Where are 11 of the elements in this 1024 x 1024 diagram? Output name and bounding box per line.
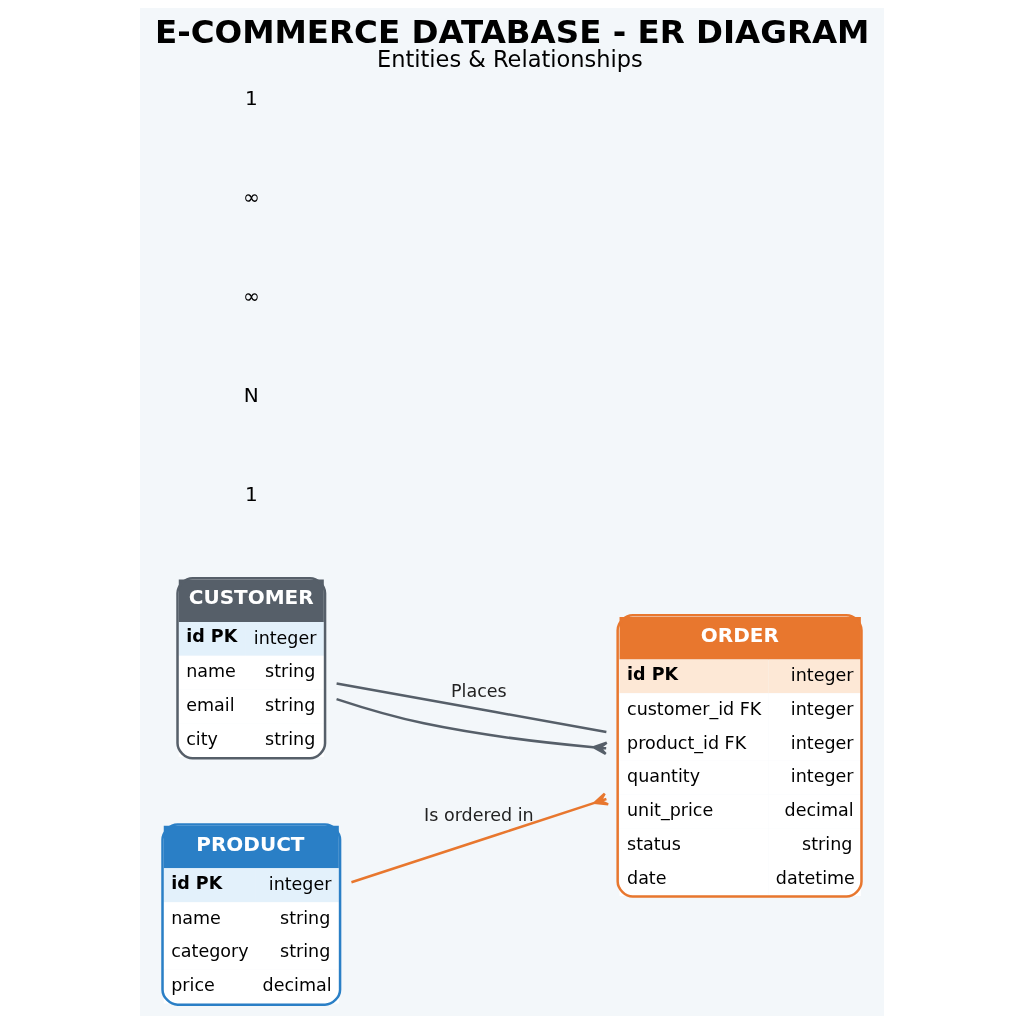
label: 1 bbox=[244, 481, 258, 506]
label: ∞ bbox=[242, 283, 260, 308]
label: N bbox=[243, 382, 259, 407]
connector bbox=[336, 697, 608, 756]
label: ∞ bbox=[242, 185, 260, 210]
caption: Entities & Relationships bbox=[376, 46, 643, 73]
connector bbox=[336, 682, 607, 734]
connector bbox=[351, 792, 610, 884]
edge-label: Is ordered in bbox=[424, 805, 534, 826]
edge-label: Places bbox=[451, 681, 507, 702]
label: 1 bbox=[244, 86, 258, 111]
